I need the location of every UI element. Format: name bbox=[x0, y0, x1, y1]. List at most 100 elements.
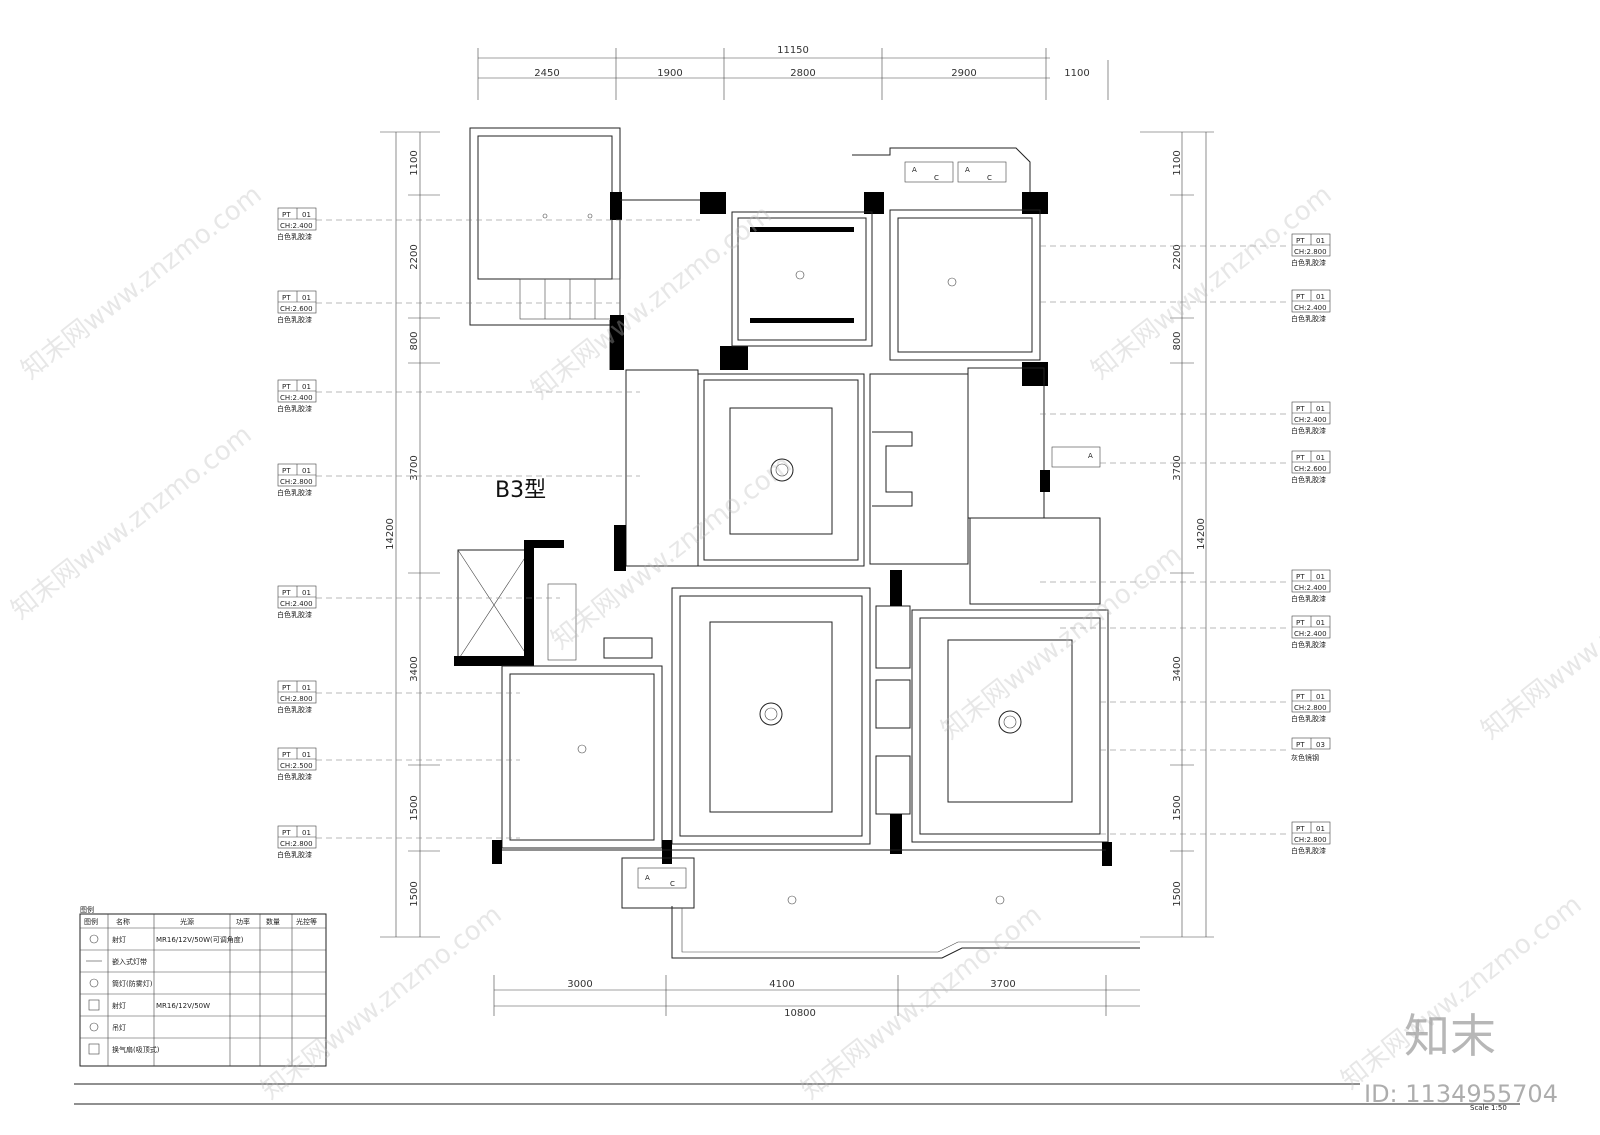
right-dim-4: 3700 bbox=[1172, 455, 1183, 480]
svg-text:01: 01 bbox=[302, 589, 311, 597]
svg-text:PT: PT bbox=[1296, 454, 1305, 462]
svg-text:01: 01 bbox=[302, 684, 311, 692]
svg-text:PT: PT bbox=[1296, 825, 1305, 833]
svg-text:PT: PT bbox=[1296, 405, 1305, 413]
leader-lines bbox=[316, 219, 1290, 839]
svg-text:CH:2.800: CH:2.800 bbox=[280, 478, 313, 486]
right-dim-7: 1500 bbox=[1172, 881, 1183, 906]
watermark-text: 知末网www.znzmo.com bbox=[936, 540, 1188, 746]
svg-text:01: 01 bbox=[302, 211, 311, 219]
svg-text:白色乳胶漆: 白色乳胶漆 bbox=[277, 610, 312, 619]
svg-text:CH:2.400: CH:2.400 bbox=[1294, 304, 1327, 312]
svg-text:01: 01 bbox=[302, 383, 311, 391]
svg-text:CH:2.800: CH:2.800 bbox=[1294, 704, 1327, 712]
svg-text:CH:2.400: CH:2.400 bbox=[1294, 416, 1327, 424]
svg-text:01: 01 bbox=[1316, 454, 1325, 462]
legend-header-6: 光控等 bbox=[296, 917, 317, 926]
svg-text:CH:2.400: CH:2.400 bbox=[1294, 630, 1327, 638]
svg-text:01: 01 bbox=[302, 467, 311, 475]
ac-label-3: A bbox=[965, 166, 970, 174]
title-bar: Scale 1:50 bbox=[74, 1083, 1520, 1112]
left-dim-7: 1500 bbox=[409, 881, 420, 906]
svg-text:白色乳胶漆: 白色乳胶漆 bbox=[1291, 714, 1326, 723]
watermark-text: 知末网www.znzmo.com bbox=[1086, 180, 1338, 386]
svg-text:白色乳胶漆: 白色乳胶漆 bbox=[1291, 846, 1326, 855]
svg-text:PT: PT bbox=[282, 751, 291, 759]
watermark-text: 知末网www.znzmo.com bbox=[6, 420, 258, 626]
watermark-text: 知末网www.znzmo.com bbox=[796, 900, 1048, 1106]
svg-text:白色乳胶漆: 白色乳胶漆 bbox=[277, 404, 312, 413]
left-dim-3: 800 bbox=[409, 331, 420, 350]
watermark-text: 知末网www.znzmo.com bbox=[526, 200, 778, 406]
watermark-text: 知末网www.znzmo.com bbox=[16, 180, 268, 386]
legend-header-5: 数量 bbox=[266, 917, 280, 926]
right-tags: PT 01 CH:2.800 白色乳胶漆 PT 01 CH:2.400 白色乳胶漆 PT… bbox=[1291, 233, 1331, 855]
svg-text:01: 01 bbox=[302, 294, 311, 302]
pendant-legend-icon bbox=[89, 1022, 99, 1032]
ac-label-7: C bbox=[670, 880, 675, 888]
scale-label: Scale 1:50 bbox=[1470, 1104, 1507, 1112]
watermark-text: 知末网www.znzmo.com bbox=[256, 900, 508, 1106]
svg-text:01: 01 bbox=[1316, 573, 1325, 581]
svg-text:白色乳胶漆: 白色乳胶漆 bbox=[277, 488, 312, 497]
legend-row-3-name: 筒灯(防雾灯) bbox=[112, 979, 153, 988]
svg-text:白色乳胶漆: 白色乳胶漆 bbox=[1291, 475, 1326, 484]
svg-text:01: 01 bbox=[1316, 405, 1325, 413]
svg-text:PT: PT bbox=[1296, 573, 1305, 581]
right-dim-3: 800 bbox=[1172, 331, 1183, 350]
svg-text:白色乳胶漆: 白色乳胶漆 bbox=[1291, 314, 1326, 323]
left-dim-2: 2200 bbox=[409, 244, 420, 269]
downlight-legend-icon bbox=[89, 978, 99, 988]
left-dim-6: 1500 bbox=[409, 795, 420, 820]
right-dimensions: 1100 2200 800 3700 3400 1500 1500 14200 bbox=[1140, 131, 1214, 938]
legend-row-5-name: 吊灯 bbox=[112, 1023, 126, 1032]
svg-text:03: 03 bbox=[1316, 741, 1325, 749]
svg-text:PT: PT bbox=[282, 829, 291, 837]
bottom-dim-1: 3000 bbox=[567, 979, 592, 990]
top-dimensions: 11150 2450 1900 2800 2900 1100 bbox=[477, 45, 1109, 100]
bottom-dim-3: 3700 bbox=[990, 979, 1015, 990]
id-text: ID: 1134955704 bbox=[1364, 1080, 1558, 1108]
svg-text:PT: PT bbox=[282, 294, 291, 302]
top-dim-3: 2800 bbox=[790, 68, 815, 79]
svg-text:白色乳胶漆: 白色乳胶漆 bbox=[1291, 640, 1326, 649]
svg-text:CH:2.800: CH:2.800 bbox=[280, 695, 313, 703]
legend-row-4-source: MR16/12V/50W bbox=[156, 1002, 210, 1010]
top-dim-1: 2450 bbox=[534, 68, 559, 79]
ac-label-2: C bbox=[934, 174, 939, 182]
legend-header-2: 名称 bbox=[116, 917, 130, 926]
top-dim-2: 1900 bbox=[657, 68, 682, 79]
svg-text:白色乳胶漆: 白色乳胶漆 bbox=[277, 705, 312, 714]
left-dim-5: 3400 bbox=[409, 656, 420, 681]
svg-text:白色乳胶漆: 白色乳胶漆 bbox=[277, 772, 312, 781]
left-dim-4: 3700 bbox=[409, 455, 420, 480]
ac-label-5: A bbox=[1088, 452, 1093, 460]
svg-text:灰色镜钢: 灰色镜钢 bbox=[1291, 753, 1319, 762]
legend-title: 图例 bbox=[80, 905, 94, 914]
svg-text:PT: PT bbox=[282, 589, 291, 597]
svg-text:PT: PT bbox=[282, 383, 291, 391]
svg-text:白色乳胶漆: 白色乳胶漆 bbox=[277, 232, 312, 241]
right-dim-2: 2200 bbox=[1172, 244, 1183, 269]
right-dim-6: 1500 bbox=[1172, 795, 1183, 820]
svg-text:PT: PT bbox=[1296, 293, 1305, 301]
svg-text:CH:2.800: CH:2.800 bbox=[1294, 836, 1327, 844]
svg-text:CH:2.500: CH:2.500 bbox=[280, 762, 313, 770]
svg-text:白色乳胶漆: 白色乳胶漆 bbox=[1291, 594, 1326, 603]
legend-header-3: 光源 bbox=[180, 917, 194, 926]
svg-text:CH:2.600: CH:2.600 bbox=[280, 305, 313, 313]
right-dim-1: 1100 bbox=[1172, 150, 1183, 175]
